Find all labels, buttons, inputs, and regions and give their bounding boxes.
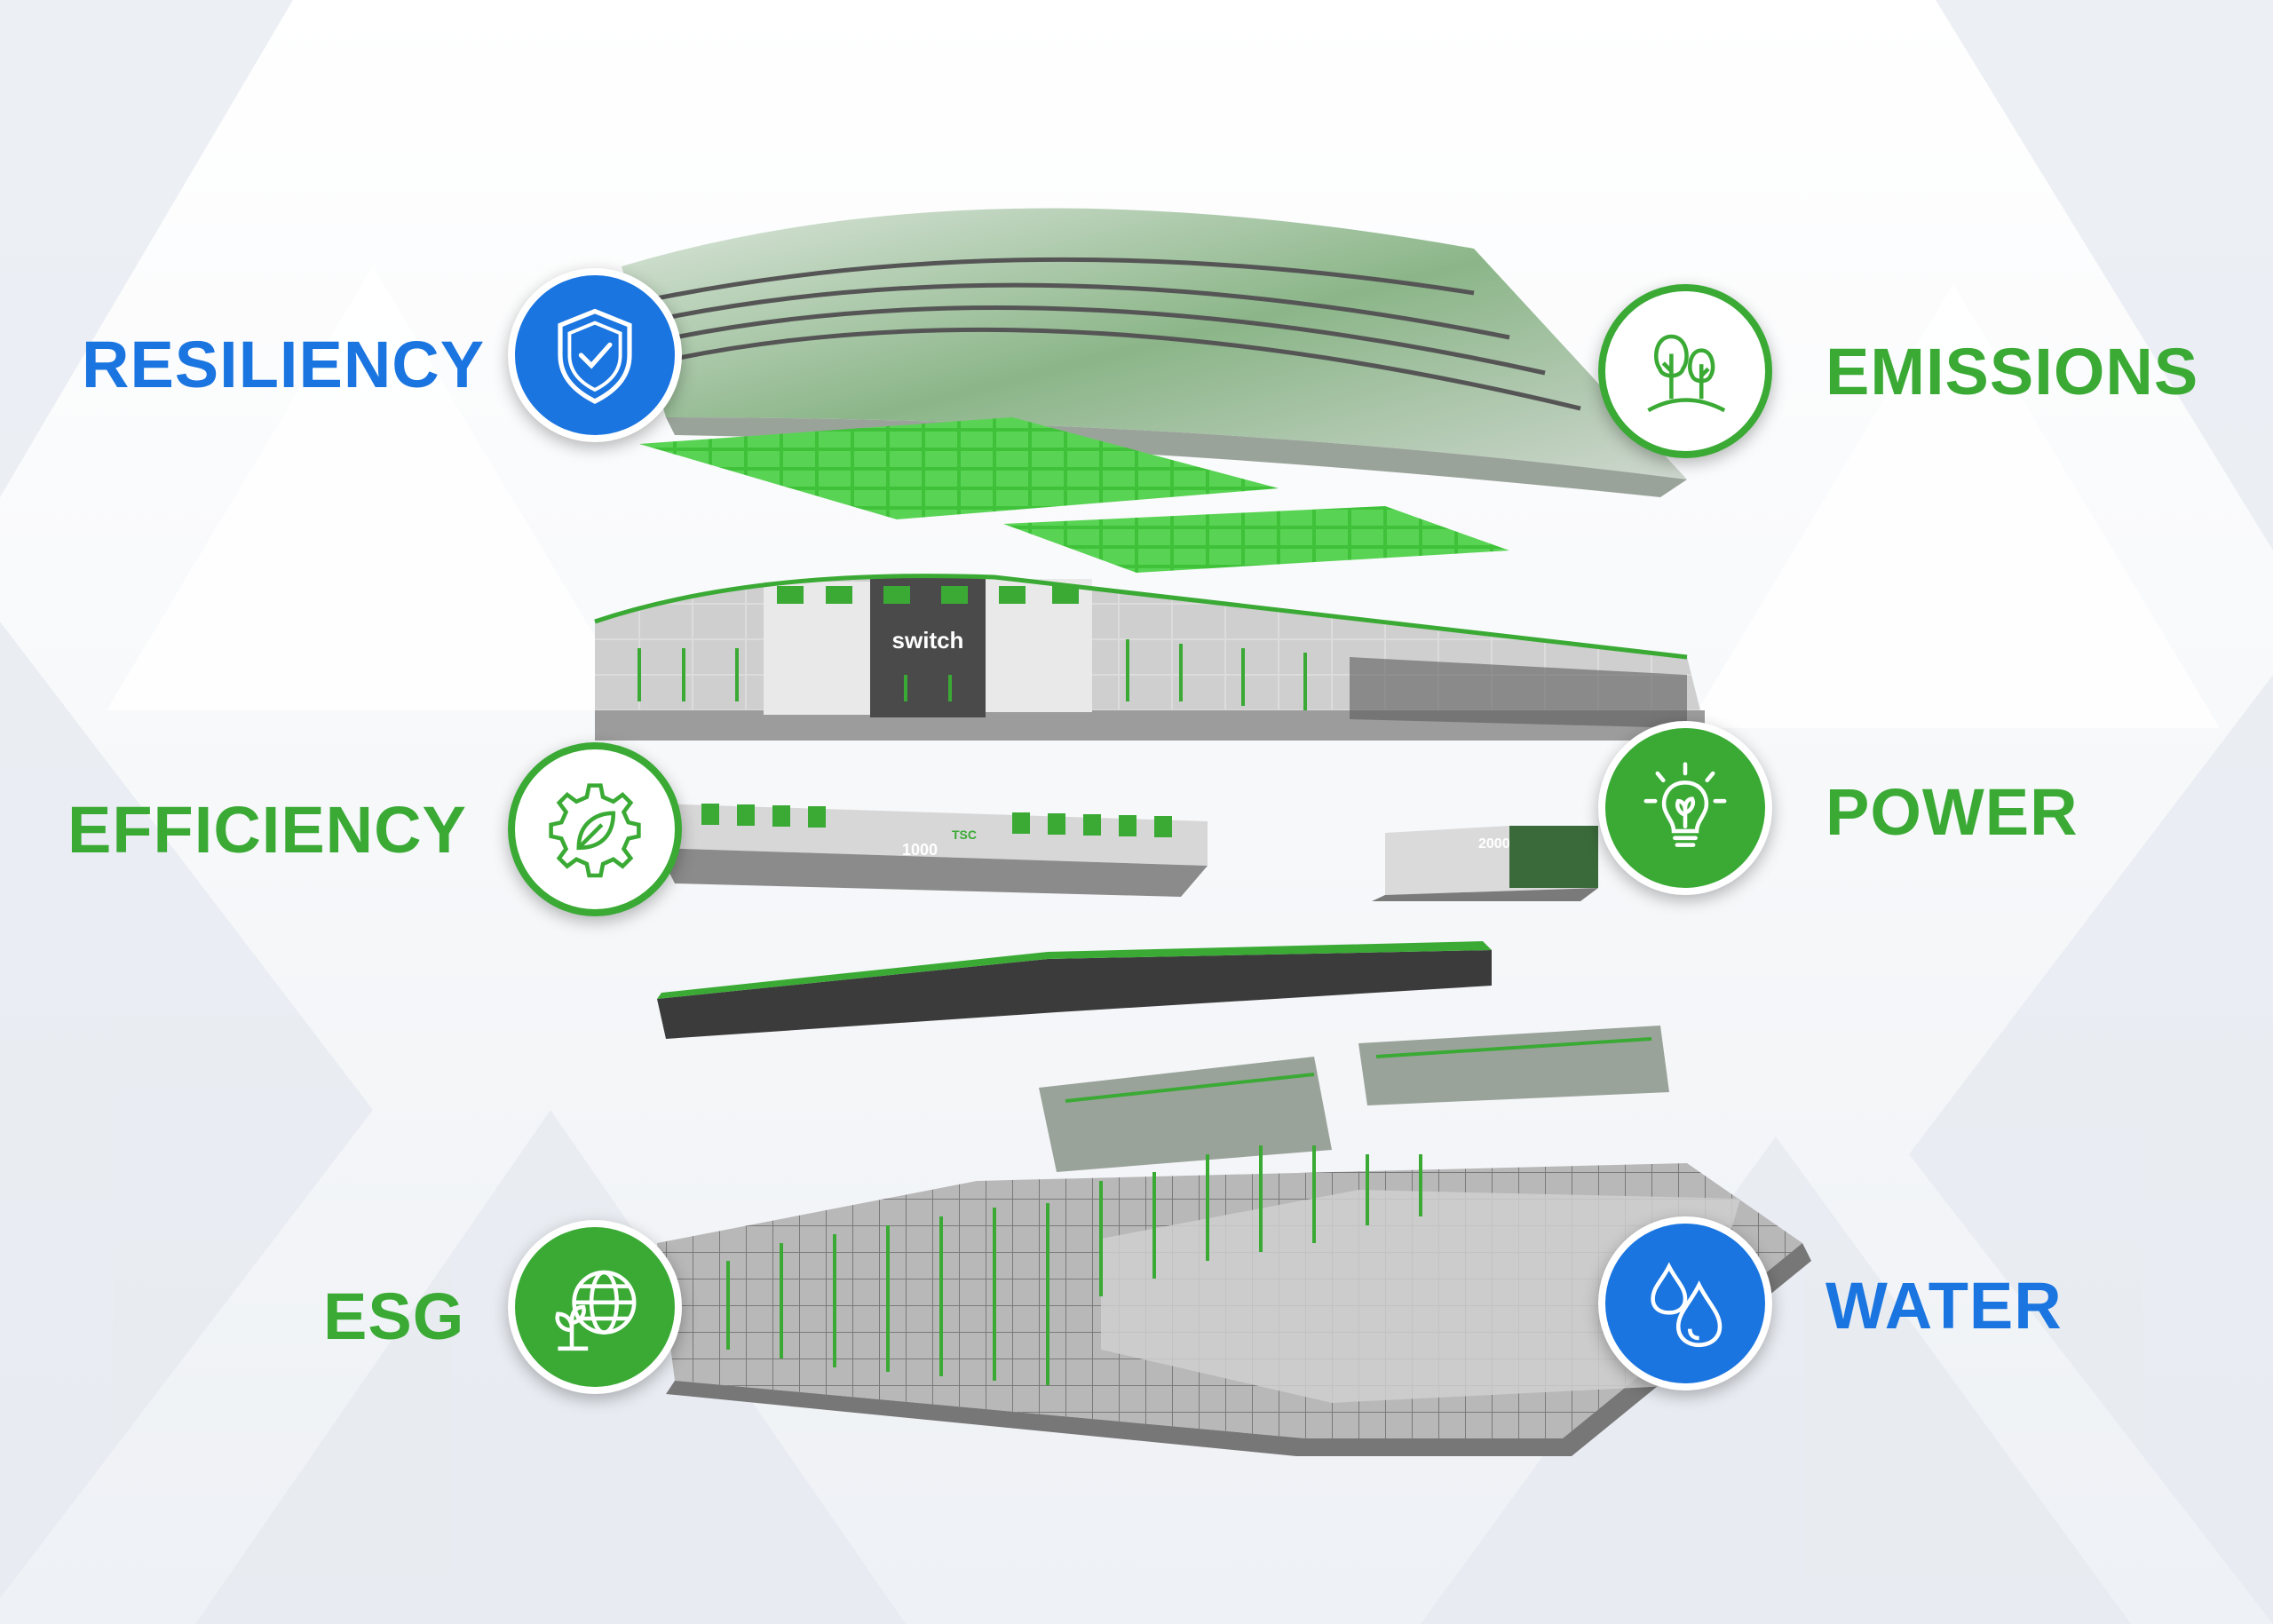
- cooling-units-left: [657, 804, 1208, 897]
- water-drops-icon: [1651, 1262, 1723, 1348]
- power-badge: [1598, 721, 1772, 895]
- resiliency-label: RESILIENCY: [82, 328, 486, 401]
- unit-number-right: 2000: [1478, 836, 1510, 852]
- brand-logo-text: switch: [892, 627, 964, 654]
- efficiency-label: EFFICIENCY: [67, 793, 467, 867]
- emissions-badge: [1598, 284, 1772, 458]
- lightbulb-icon: [1643, 762, 1727, 847]
- unit-code-left: TSC: [952, 828, 977, 842]
- mechanical-piping-layer: [1039, 1026, 1669, 1172]
- building-shell: [594, 574, 1705, 741]
- water-label: WATER: [1826, 1269, 2063, 1343]
- emissions-label: EMISSIONS: [1826, 335, 2199, 408]
- solar-panel-array: [1003, 506, 1509, 573]
- trees-icon: [1647, 334, 1726, 413]
- solar-panel-array: [639, 417, 1279, 519]
- foundation-layer: [657, 1145, 1811, 1456]
- shield-check-icon: [558, 308, 632, 404]
- gear-leaf-icon: [549, 783, 641, 878]
- server-hall-racks: [657, 941, 1492, 1039]
- power-label: POWER: [1826, 775, 2079, 849]
- efficiency-badge: [508, 742, 682, 916]
- esg-badge: [508, 1220, 682, 1394]
- globe-plant-icon: [555, 1270, 637, 1351]
- esg-label: ESG: [323, 1279, 465, 1353]
- water-badge: [1598, 1216, 1772, 1390]
- power-units-right: [1372, 826, 1598, 901]
- unit-number-left: 1000: [902, 841, 938, 859]
- resiliency-badge: [508, 268, 682, 442]
